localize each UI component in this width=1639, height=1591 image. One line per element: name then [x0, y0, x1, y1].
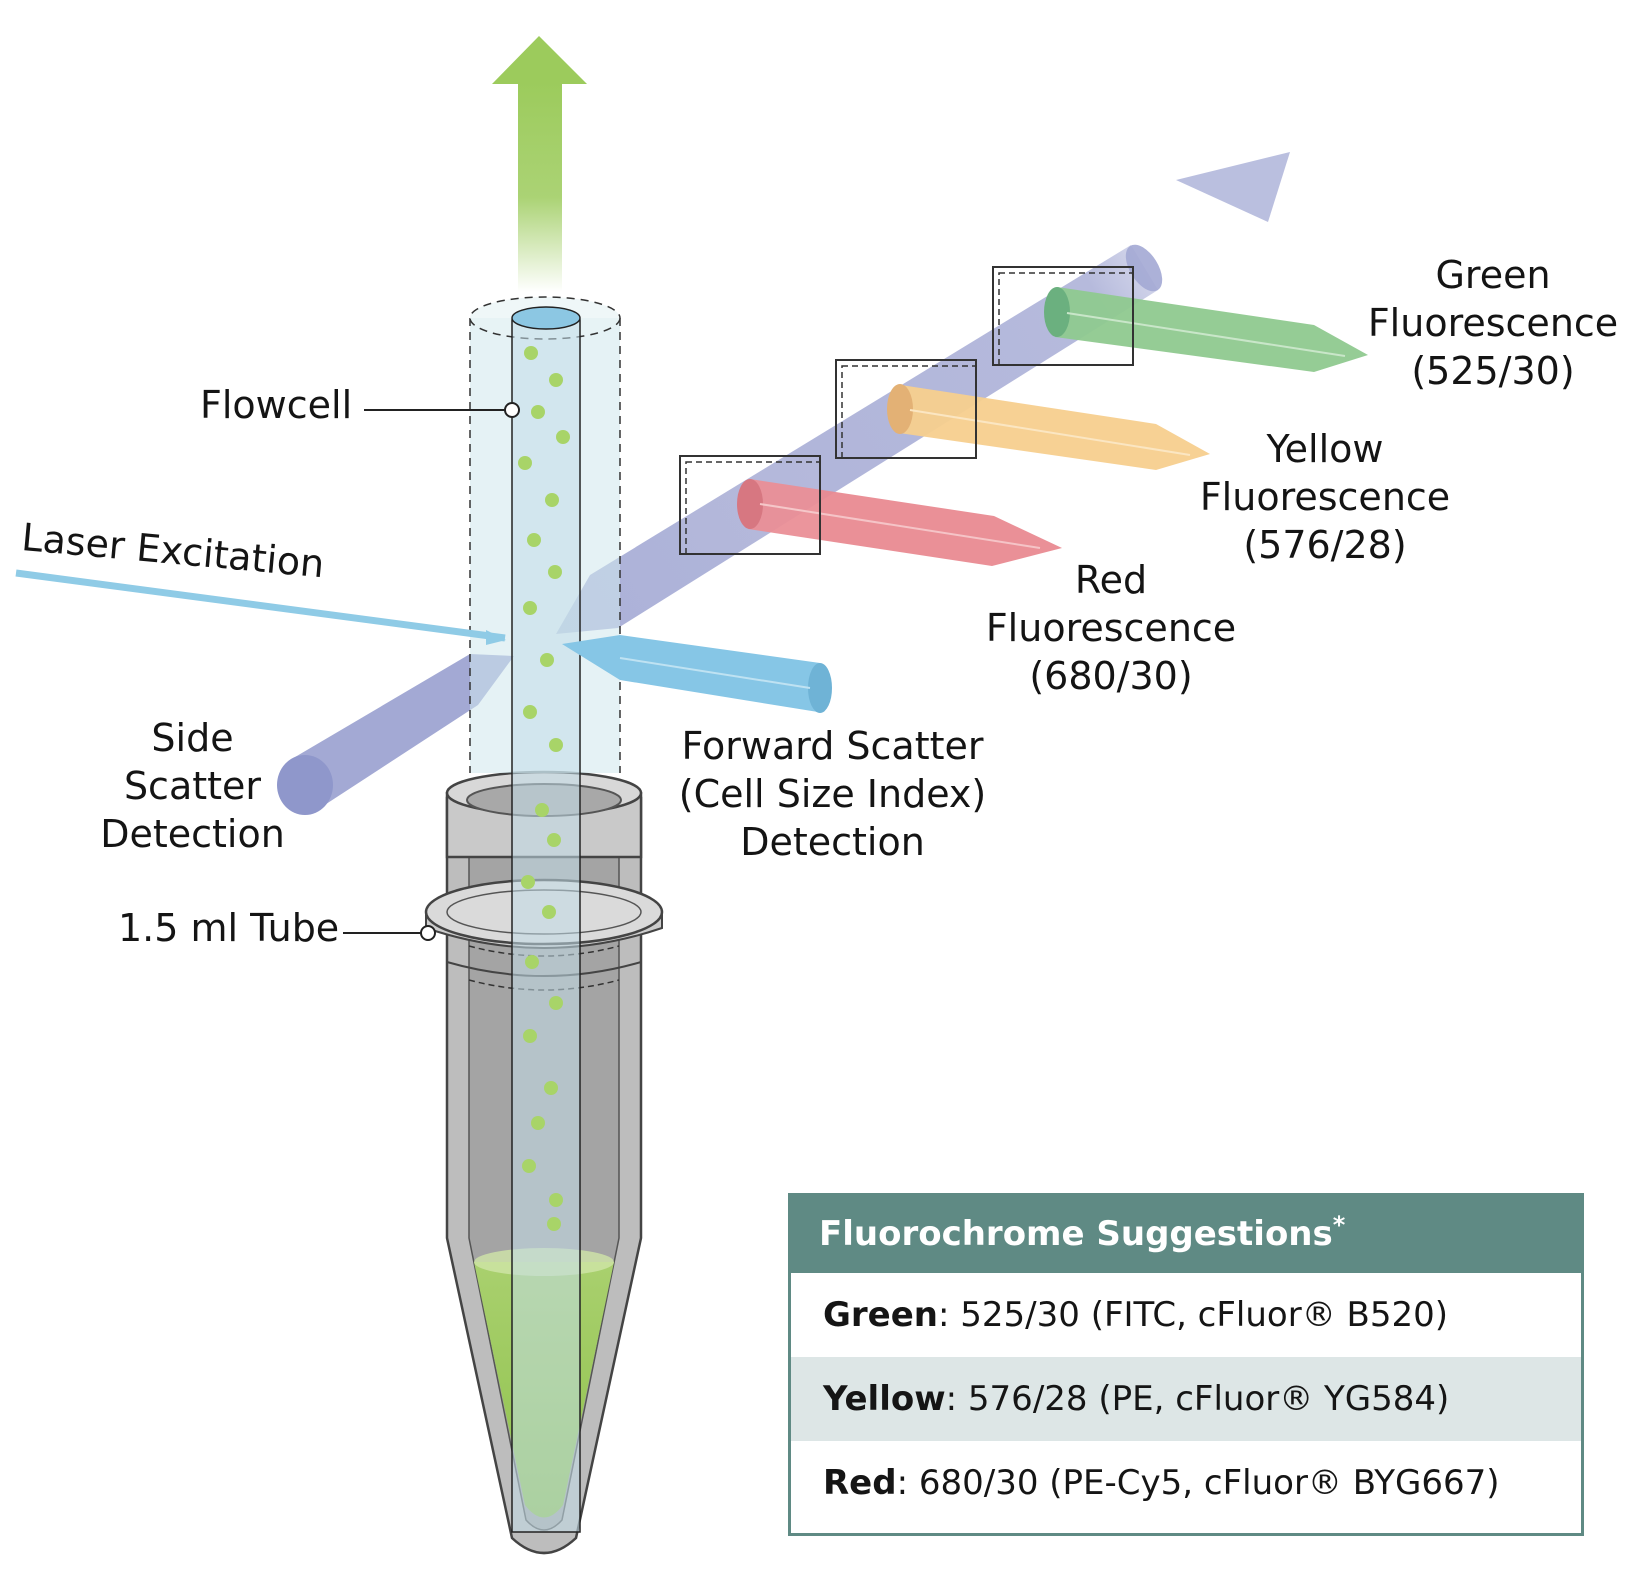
- red-label-line-3: (680/30): [1029, 654, 1193, 698]
- yellow-fluorescence-label: Yellow Fluorescence (576/28): [1190, 425, 1460, 569]
- cell-dot: [544, 1081, 558, 1095]
- yellow-label-line-3: (576/28): [1243, 523, 1407, 567]
- cell-dot: [531, 405, 545, 419]
- forward-scatter-beam: [562, 635, 832, 713]
- fluorochrome-suggestions-table: Fluorochrome Suggestions* Green: 525/30 …: [788, 1193, 1584, 1536]
- row-red-color: Red: [823, 1463, 897, 1503]
- table-row-yellow: Yellow: 576/28 (PE, cFluor® YG584): [791, 1357, 1581, 1441]
- cell-dot: [547, 1217, 561, 1231]
- forward-scatter-label: Forward Scatter (Cell Size Index) Detect…: [660, 722, 1005, 866]
- cell-dot: [549, 373, 563, 387]
- table-title-asterisk: *: [1332, 1211, 1346, 1239]
- row-red-sep: :: [896, 1463, 909, 1503]
- side-scatter-detection-beam: [277, 654, 514, 815]
- green-fluorescence-beam: [1044, 287, 1368, 372]
- side-scatter-beam: [556, 152, 1290, 634]
- flowcell: [469, 296, 621, 1533]
- cell-dot: [535, 803, 549, 817]
- cell-dot: [531, 1116, 545, 1130]
- cell-dot: [525, 955, 539, 969]
- table-row-red: Red: 680/30 (PE-Cy5, cFluor® BYG667): [791, 1441, 1581, 1525]
- cell-dot: [542, 905, 556, 919]
- cell-dot: [524, 346, 538, 360]
- cell-dot: [527, 533, 541, 547]
- cell-dot: [548, 565, 562, 579]
- red-label-line-2: Fluorescence: [985, 606, 1237, 650]
- flowcell-leader-line: [364, 402, 520, 418]
- side-scatter-label: Side Scatter Detection: [90, 714, 295, 858]
- cell-dot: [523, 601, 537, 615]
- yellow-filter-box: [835, 359, 977, 459]
- side-scatter-line-3: Detection: [100, 812, 285, 856]
- flowcell-label: Flowcell: [200, 383, 353, 427]
- yellow-label-line-1: Yellow: [1266, 427, 1384, 471]
- cell-dot: [549, 1193, 563, 1207]
- green-filter-box: [992, 266, 1134, 366]
- side-scatter-line-1: Side: [151, 716, 234, 760]
- tube-label: 1.5 ml Tube: [118, 906, 340, 950]
- green-label-line-2: Fluorescence: [1367, 301, 1619, 345]
- row-yellow-value: 576/28 (PE, cFluor® YG584): [957, 1379, 1450, 1419]
- table-header: Fluorochrome Suggestions*: [791, 1196, 1581, 1273]
- upward-flow-arrow: [492, 36, 587, 292]
- cell-dot: [549, 996, 563, 1010]
- row-green-color: Green: [823, 1295, 938, 1335]
- cell-dot: [547, 833, 561, 847]
- red-label-line-1: Red: [1074, 558, 1148, 602]
- forward-scatter-line-2: (Cell Size Index): [678, 772, 987, 816]
- cell-particles: [518, 346, 570, 1231]
- side-scatter-line-2: Scatter: [123, 764, 262, 808]
- cell-dot: [523, 1029, 537, 1043]
- row-yellow-color: Yellow: [823, 1379, 946, 1419]
- table-row-green: Green: 525/30 (FITC, cFluor® B520): [791, 1273, 1581, 1357]
- cell-dot: [556, 430, 570, 444]
- tube-leader-line: [343, 925, 436, 941]
- table-title: Fluorochrome Suggestions: [819, 1214, 1333, 1254]
- row-yellow-sep: :: [945, 1379, 958, 1419]
- red-filter-box: [679, 455, 821, 555]
- row-green-sep: :: [938, 1295, 950, 1335]
- red-fluorescence-label: Red Fluorescence (680/30): [976, 556, 1246, 700]
- cell-dot: [521, 875, 535, 889]
- red-fluorescence-beam: [737, 479, 1062, 566]
- cell-dot: [518, 456, 532, 470]
- cell-dot: [549, 738, 563, 752]
- cell-dot: [523, 705, 537, 719]
- row-green-value: 525/30 (FITC, cFluor® B520): [949, 1295, 1448, 1335]
- cell-dot: [522, 1159, 536, 1173]
- cell-dot: [540, 653, 554, 667]
- yellow-label-line-2: Fluorescence: [1199, 475, 1451, 519]
- cell-dot: [545, 493, 559, 507]
- green-fluorescence-label: Green Fluorescence (525/30): [1358, 251, 1628, 395]
- laser-excitation-beam: [15, 569, 506, 645]
- green-label-line-3: (525/30): [1411, 349, 1575, 393]
- forward-scatter-line-3: Detection: [740, 820, 925, 864]
- forward-scatter-line-1: Forward Scatter: [681, 724, 984, 768]
- row-red-value: 680/30 (PE-Cy5, cFluor® BYG667): [908, 1463, 1500, 1503]
- green-label-line-1: Green: [1435, 253, 1551, 297]
